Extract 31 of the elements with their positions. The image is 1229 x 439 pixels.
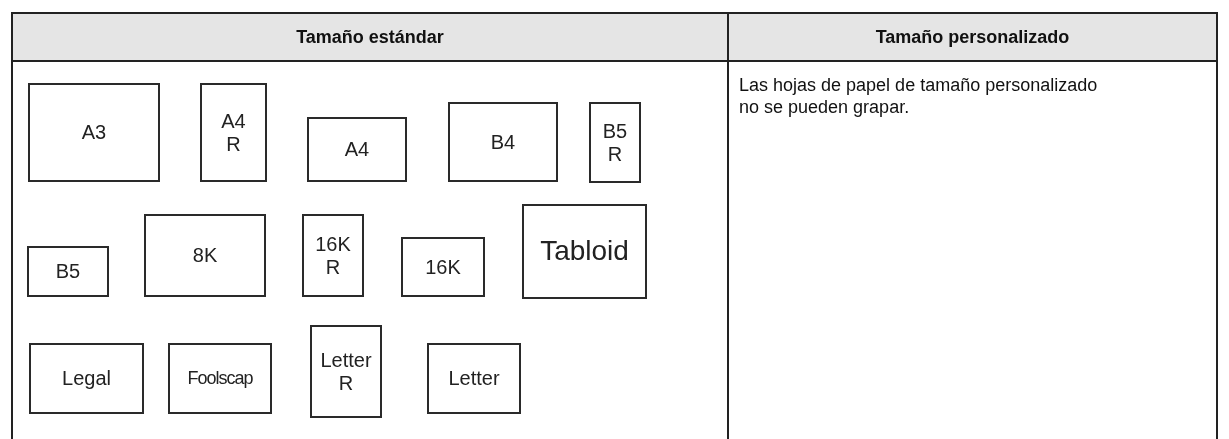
paper-size-label: Tabloid — [540, 235, 629, 268]
paper-size-label: A3 — [81, 121, 107, 144]
paper-size-label: Letter — [448, 367, 500, 390]
paper-size-box — [401, 237, 485, 297]
paper-size-box — [427, 343, 521, 414]
paper-size-box — [448, 102, 558, 182]
paper-size-label: 16K — [425, 255, 461, 279]
paper-size-label: B5 — [55, 260, 81, 283]
paper-size-box — [307, 117, 407, 182]
header-text: Tamaño personalizado — [875, 26, 1070, 48]
paper-size-box — [310, 325, 382, 418]
paper-size-label: B5 R — [601, 119, 629, 166]
paper-size-box — [28, 83, 160, 182]
paper-size-label: 8K — [192, 244, 218, 267]
paper-size-label: 16K R — [314, 232, 352, 279]
paper-size-label: Legal — [62, 367, 111, 390]
paper-size-label: Foolscap — [187, 368, 253, 389]
paper-size-box — [589, 102, 641, 183]
paper-size-box — [144, 214, 266, 297]
paper-size-box — [29, 343, 144, 414]
paper-size-label: B4 — [490, 130, 516, 154]
paper-size-box — [168, 343, 272, 414]
header-text: Tamaño estándar — [296, 26, 444, 48]
paper-size-box — [522, 204, 647, 299]
paper-size-box — [200, 83, 267, 182]
paper-size-box — [302, 214, 364, 297]
paper-size-label: A4 — [344, 138, 370, 161]
paper-size-label: Letter R — [319, 348, 373, 395]
paper-size-label: A4 R — [220, 109, 247, 156]
cell-text: Las hojas de papel de tamaño personalizado no se pueden grapar. — [739, 74, 1099, 118]
paper-size-box — [27, 246, 109, 297]
